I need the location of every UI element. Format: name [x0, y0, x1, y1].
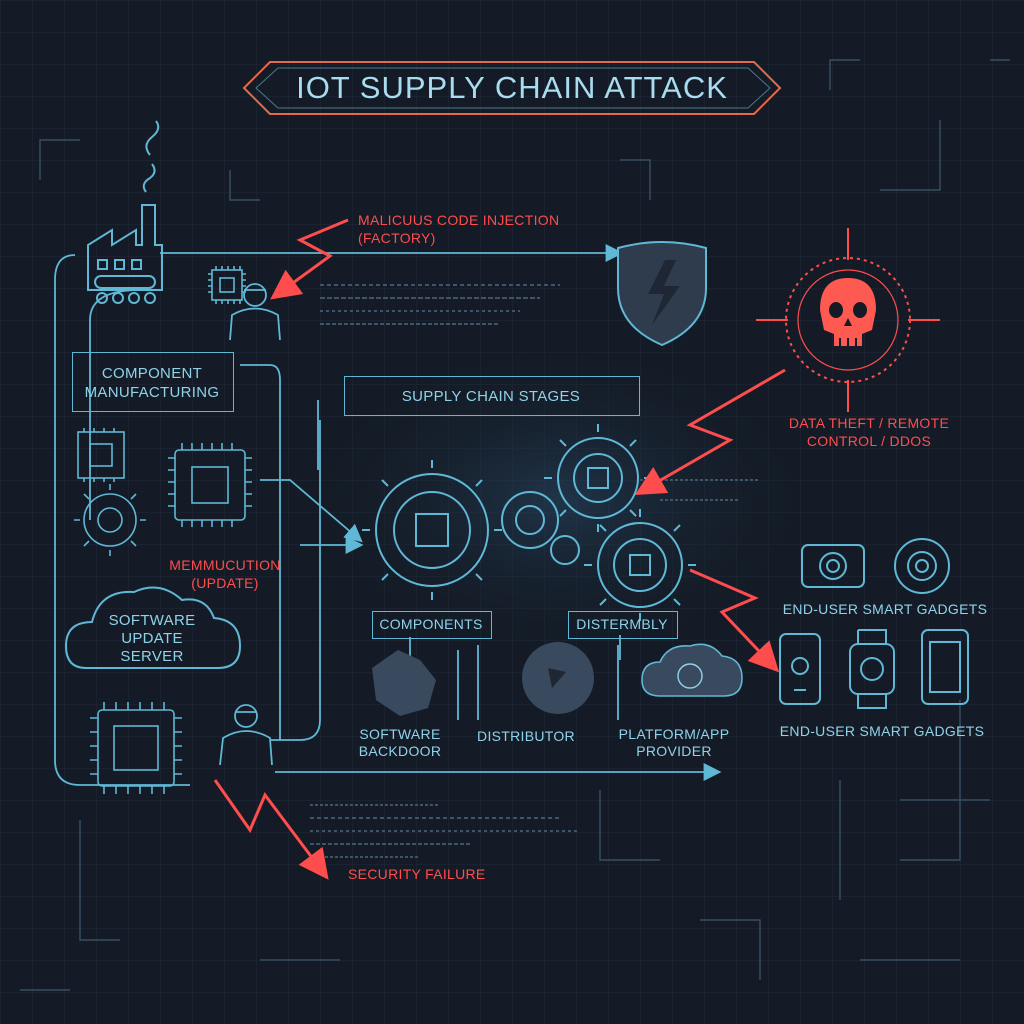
- label-line: MANUFACTURING: [84, 384, 220, 401]
- shield-icon: [617, 241, 707, 347]
- security-failure-label: SECURITY FAILURE: [348, 866, 486, 882]
- label-line: COMPONENT: [101, 365, 203, 382]
- chip-icon: [90, 702, 182, 794]
- camera-icon: [801, 544, 865, 588]
- cloud-icon: [641, 643, 743, 697]
- noise-text: [310, 284, 760, 858]
- label-line: CONTROL / DDOS: [806, 433, 932, 449]
- software-update-server-label: SOFTWARE UPDATE SERVER: [82, 612, 222, 666]
- page-title: IOT SUPPLY CHAIN ATTACK: [296, 70, 728, 105]
- memmucution-update-label: MEMMUCUTION (UPDATE): [165, 556, 285, 592]
- chip-icon: [208, 266, 246, 304]
- label-line: SOFTWARE: [359, 726, 441, 742]
- label-line: SOFTWARE: [108, 612, 196, 629]
- hacker-icon: [219, 704, 273, 766]
- label-line: BACKDOOR: [358, 743, 442, 759]
- factory-icon: [87, 120, 163, 304]
- label-line: MALICUUS CODE INJECTION: [358, 212, 560, 228]
- circuit-traces: [20, 59, 1010, 991]
- camera-icon: [894, 538, 950, 594]
- distermbly-box: [568, 611, 678, 639]
- attack-arrows: [213, 218, 786, 880]
- distributor-label: DISTRIBUTOR: [477, 728, 575, 744]
- malicious-code-injection-label: MALICUUS CODE INJECTION (FACTORY): [358, 211, 559, 247]
- watch-icon: [849, 629, 895, 709]
- gear-icon: [372, 642, 594, 716]
- components-box: [372, 611, 492, 639]
- gear-icon: [74, 484, 146, 556]
- supply-chain-stages-label: SUPPLY CHAIN STAGES: [401, 388, 581, 405]
- supply-chain-stages-box: [344, 376, 640, 416]
- label-line: DATA THEFT / REMOTE: [788, 415, 950, 431]
- component-manufacturing-label: COMPONENT MANUFACTURING: [72, 364, 232, 402]
- data-theft-label: DATA THEFT / REMOTE CONTROL / DDOS: [774, 414, 964, 450]
- title-frame: [242, 61, 782, 115]
- end-user-gadgets-top-label: END-USER SMART GADGETS: [782, 601, 988, 617]
- label-line: UPDATE: [121, 630, 183, 647]
- label-line: SERVER: [120, 648, 184, 665]
- platform-app-provider-label: PLATFORM/APP PROVIDER: [606, 726, 742, 760]
- label-line: PLATFORM/APP: [618, 726, 730, 742]
- software-backdoor-label: SOFTWARE BACKDOOR: [350, 726, 450, 760]
- label-line: (UPDATE): [191, 575, 259, 591]
- label-line: PROVIDER: [636, 743, 712, 759]
- gear-icon: [362, 424, 696, 621]
- distermbly-label: DISTERMBLY: [576, 616, 668, 632]
- skull-icon: [756, 228, 940, 412]
- hacker-icon: [229, 283, 281, 341]
- end-user-gadgets-bottom-label: END-USER SMART GADGETS: [779, 723, 985, 739]
- phone-icon: [779, 629, 969, 705]
- components-label: COMPONENTS: [379, 616, 483, 632]
- label-line: (FACTORY): [358, 230, 436, 246]
- chip-icon: [77, 428, 252, 527]
- title-banner: IOT SUPPLY CHAIN ATTACK: [244, 62, 780, 114]
- cloud-icon: [64, 586, 242, 669]
- center-glow: [300, 340, 820, 660]
- component-manufacturing-box: [72, 352, 234, 412]
- flow-lines: [54, 244, 722, 786]
- label-line: MEMMUCUTION: [169, 557, 281, 573]
